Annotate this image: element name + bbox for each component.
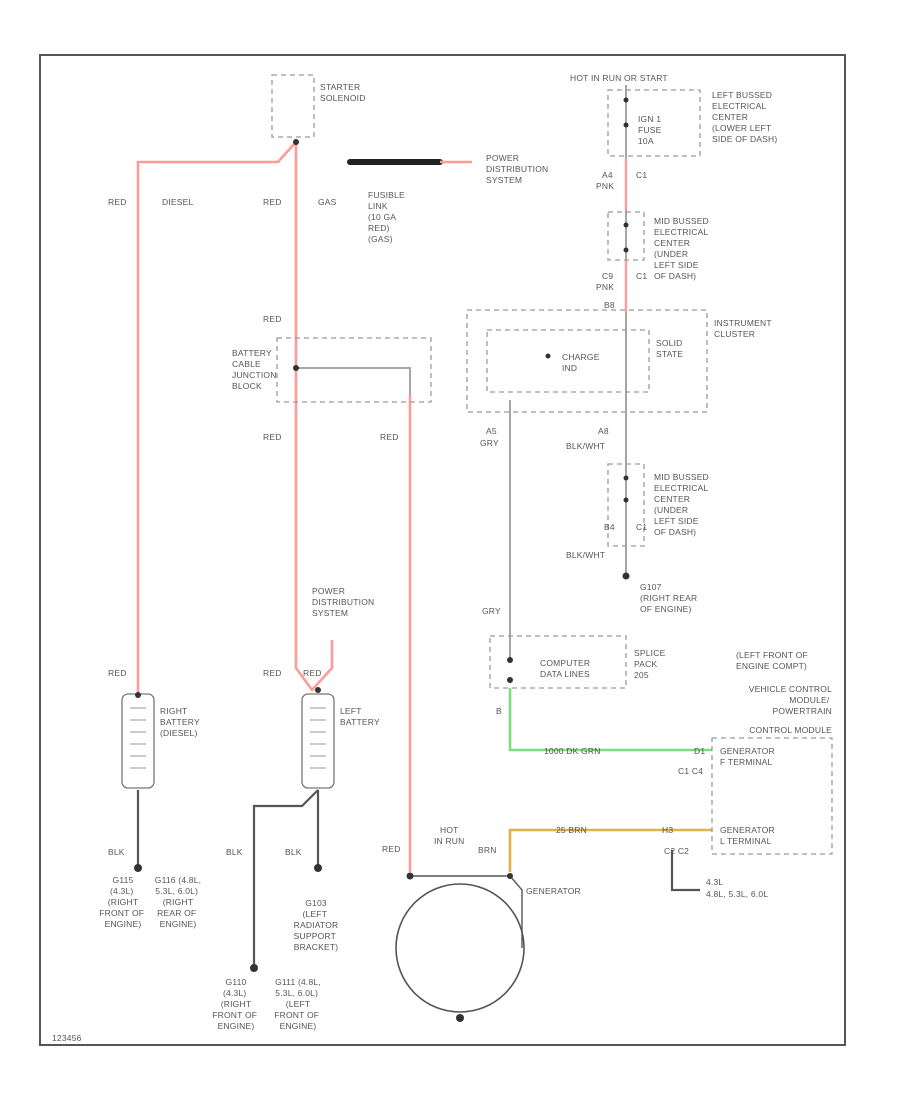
starter-solenoid-box: [271, 74, 315, 138]
label-blk-3: BLK: [285, 847, 302, 857]
mid-bused-center-2-box: [607, 463, 645, 547]
label-b8: B8: [604, 300, 615, 310]
label-brn-left: BRN: [478, 845, 497, 855]
left-battery: [301, 693, 335, 789]
label-c1-mid: C1: [636, 271, 647, 281]
label-d1: D1: [694, 746, 705, 756]
battery-cable-junction-box: [276, 337, 432, 403]
left-bused-center-box: [607, 89, 701, 157]
label-gas: GAS: [318, 197, 337, 207]
solid-state-box: [486, 329, 650, 393]
green-wire-dk-grn: [508, 688, 712, 752]
generator-symbol: [395, 875, 525, 1022]
ground-wire-left-battery-b: [252, 789, 319, 968]
label-hot-at-all-times: HOT IN RUN OR START: [570, 73, 668, 83]
label-c1-low: C1: [636, 522, 647, 532]
label-red-lower-left: RED: [263, 432, 282, 442]
label-red-battery-left-a: RED: [263, 668, 282, 678]
splice-pack-box: [489, 635, 627, 689]
label-red-upper: RED: [263, 314, 282, 324]
label-red-battery-left-b: RED: [303, 668, 322, 678]
ground-wire-vcm: [670, 850, 700, 892]
label-b4: B4: [604, 522, 615, 532]
label-c2-c2: C2 C2: [664, 846, 689, 856]
label-generator: GENERATOR: [526, 886, 581, 896]
label-blk-1: BLK: [108, 847, 125, 857]
label-blk-2: BLK: [226, 847, 243, 857]
label-g107: G107(RIGHT REAR OF ENGINE): [640, 582, 700, 614]
label-blkwht-low: BLK/WHT: [566, 550, 605, 560]
gray-wire-junction: [296, 367, 411, 395]
label-red-left: RED: [108, 197, 127, 207]
label-gry: GRY: [482, 606, 501, 616]
right-battery: [121, 693, 155, 789]
red-wire-starter-to-left-battery: [294, 142, 334, 693]
mid-bused-center-1-box: [607, 211, 645, 261]
label-diesel: DIESEL: [162, 197, 194, 207]
diagram-frame: [39, 54, 846, 1046]
label-pin-b: B: [496, 706, 502, 716]
label-tan-wire: 25 BRN: [556, 825, 587, 835]
vcm-box: [711, 737, 833, 855]
label-tan-pin: H3: [662, 825, 673, 835]
label-red-mid: RED: [263, 197, 282, 207]
label-red-battery-right: RED: [108, 668, 127, 678]
instrument-cluster-box: [466, 309, 708, 413]
label-c1-c4: C1 C4: [678, 766, 703, 776]
label-figure-id: 123456: [52, 1033, 82, 1043]
wire-nodes: [134, 97, 630, 972]
red-wire-diesel: [136, 141, 297, 695]
label-green-wire: 1000 DK GRN: [544, 746, 601, 756]
label-c1-top: C1: [636, 170, 647, 180]
tan-wire-brn: [508, 828, 712, 872]
label-red-lower-right: RED: [380, 432, 399, 442]
label-red-gen: RED: [382, 844, 401, 854]
